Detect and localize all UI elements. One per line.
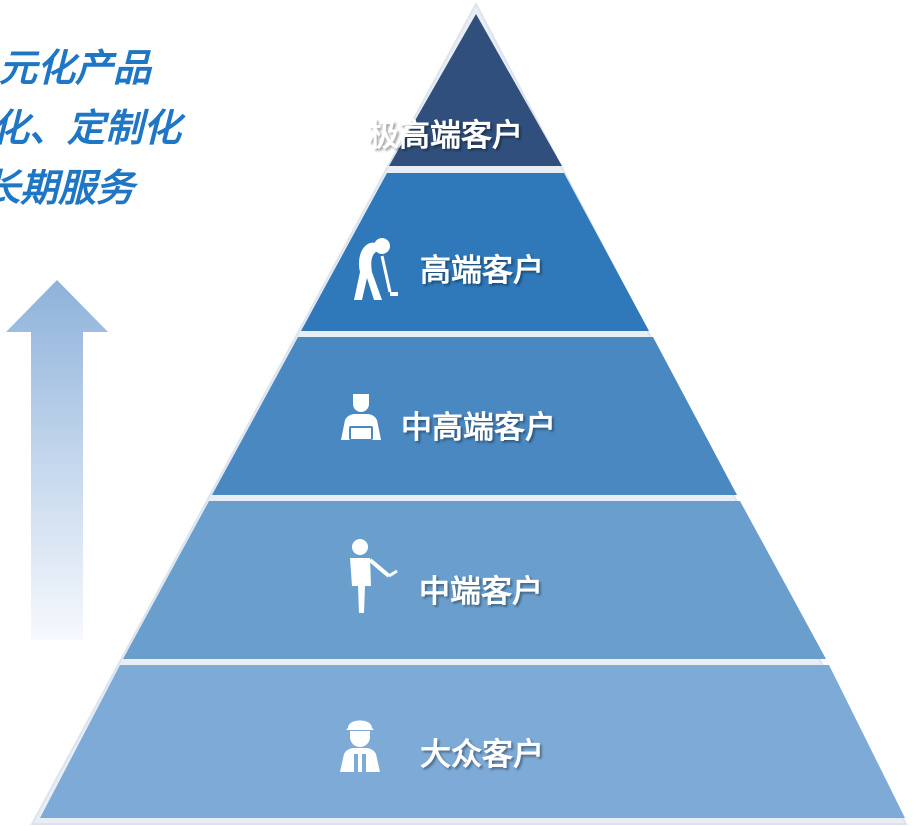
up-arrow-icon — [6, 280, 108, 640]
tier-band-3 — [212, 337, 737, 495]
worker-icon — [340, 720, 380, 772]
presenter-icon — [350, 539, 398, 613]
tier-band-5 — [40, 665, 905, 818]
tier-label-2: 高端客户 — [420, 253, 544, 289]
tier-band-2 — [301, 173, 649, 331]
user-at-laptop-icon — [341, 394, 381, 440]
tier-label-3: 中高端客户 — [401, 410, 556, 446]
tier-band-4 — [123, 501, 826, 659]
slogan: 元化产品 化、定制化 长期服务 — [0, 38, 181, 218]
figure-with-hat-icon — [330, 104, 360, 145]
slogan-line-1: 元化产品 — [0, 46, 152, 90]
tier-band-1 — [389, 14, 562, 166]
slogan-line-3: 长期服务 — [0, 166, 135, 210]
tier-label-4: 中端客户 — [419, 574, 543, 610]
tier-label-5: 大众客户 — [420, 737, 544, 773]
golfer-icon — [354, 238, 398, 300]
slogan-line-2: 化、定制化 — [0, 106, 182, 150]
tier-label-1: 极高端客户 — [368, 118, 523, 154]
